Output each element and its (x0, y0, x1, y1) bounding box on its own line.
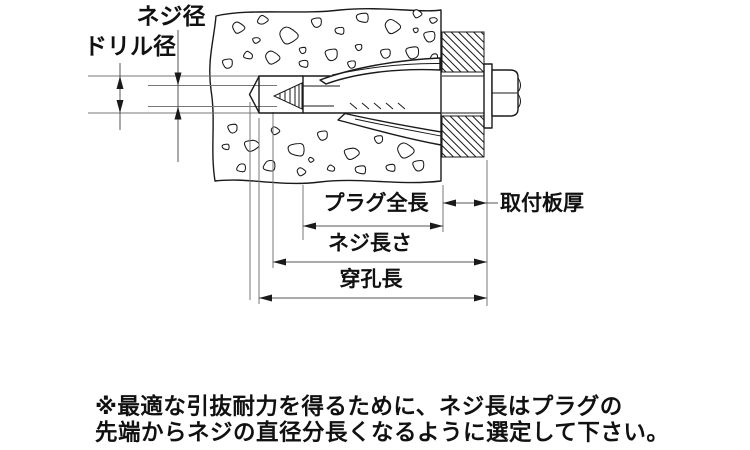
dimensions: ネジ径 ドリル径 取付板厚 プラグ全長 ネジ長さ 穿孔長 (84, 3, 584, 302)
label-plug-total-length: プラグ全長 (324, 191, 430, 215)
washer (483, 63, 493, 129)
label-screw-length: ネジ長さ (328, 232, 412, 255)
concrete-aggregate-texture (221, 9, 439, 177)
mounting-plate (441, 31, 485, 158)
label-drill-diameter: ドリル径 (84, 33, 176, 59)
concrete-wall (209, 8, 442, 185)
label-screw-diameter: ネジ径 (137, 3, 206, 29)
drill-hole (248, 75, 442, 114)
plate-hatching (441, 31, 485, 158)
hole-bottom-cone (248, 75, 260, 114)
label-plate-thickness: 取付板厚 (500, 192, 584, 215)
note-line-2: 先端からネジの直径分長くなるように選定して下さい。 (95, 419, 669, 445)
note: ※最適な引抜耐力を得るために、ネジ長はプラグの 先端からネジの直径分長くなるよう… (95, 393, 669, 445)
bolt-head (491, 69, 521, 117)
screw-tip-shading (279, 84, 300, 108)
label-drilling-depth: 穿孔長 (340, 267, 404, 291)
screw-thread-ticks (349, 102, 406, 110)
anchor-plug (272, 57, 442, 146)
note-line-1: ※最適な引抜耐力を得るために、ネジ長はプラグの (95, 393, 623, 419)
